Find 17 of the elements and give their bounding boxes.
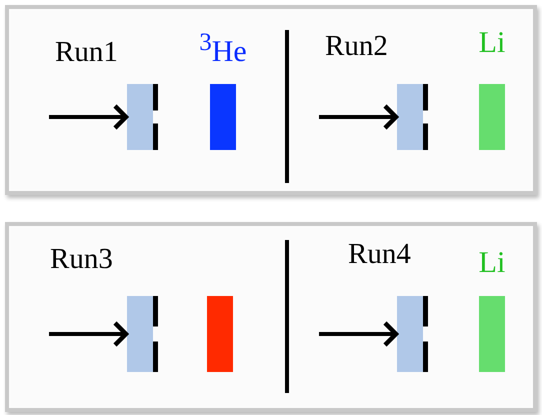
collimator-slit	[127, 296, 159, 372]
arrow	[319, 104, 398, 130]
arrow	[49, 104, 128, 130]
run-label: Run3	[50, 245, 113, 274]
run-label: Run1	[55, 38, 118, 67]
arrow	[319, 320, 398, 348]
collimator-slit	[397, 296, 429, 372]
panel-frame	[5, 222, 537, 412]
run-label: Run2	[325, 32, 388, 61]
collimator-slit	[397, 84, 429, 150]
run-label: Run4	[348, 240, 411, 269]
collimator-slit	[127, 84, 159, 150]
arrow	[49, 320, 128, 348]
panel-frame	[5, 5, 537, 195]
target-label: $^{3}$He	[198, 30, 248, 67]
target-label: Li	[478, 28, 506, 58]
target-label: Li	[478, 248, 506, 278]
